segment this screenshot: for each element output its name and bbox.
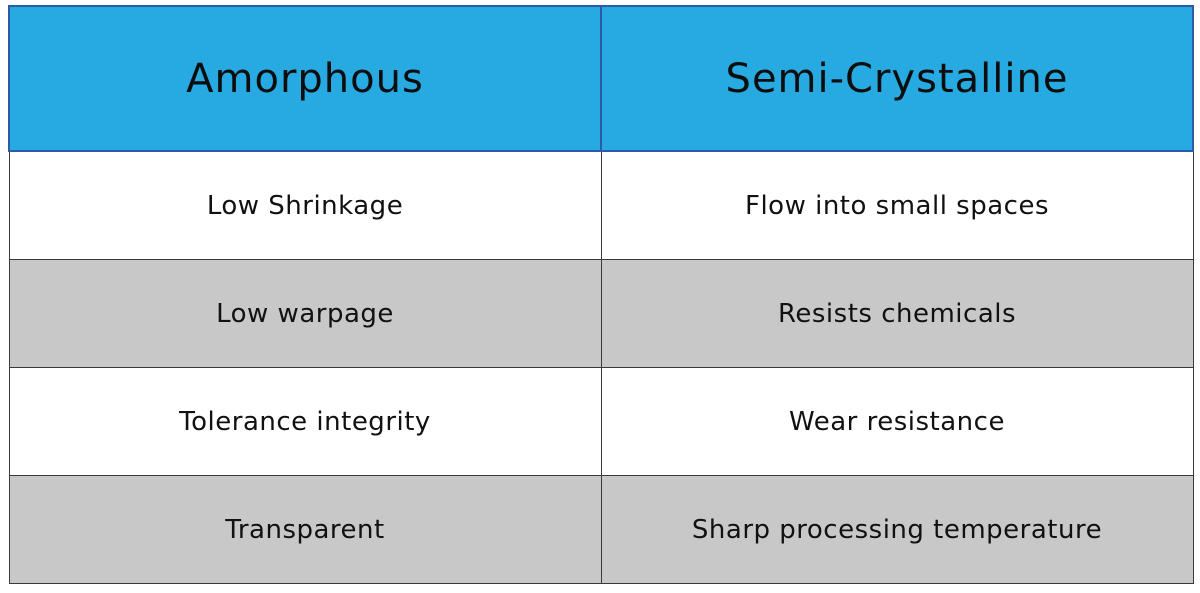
table-row: Transparent Sharp processing temperature [8, 475, 1194, 584]
amorphous-cell: Tolerance integrity [8, 367, 602, 476]
semi-crystalline-cell: Resists chemicals [600, 259, 1194, 368]
header-amorphous: Amorphous [8, 5, 602, 152]
table-row: Tolerance integrity Wear resistance [8, 367, 1194, 476]
table-row: Low Shrinkage Flow into small spaces [8, 150, 1194, 260]
amorphous-cell: Transparent [8, 475, 602, 584]
semi-crystalline-cell: Sharp processing temperature [600, 475, 1194, 584]
table-row: Low warpage Resists chemicals [8, 259, 1194, 368]
amorphous-cell: Low Shrinkage [8, 150, 602, 260]
header-semi-crystalline: Semi-Crystalline [600, 5, 1194, 152]
comparison-table-container: Amorphous Semi-Crystalline Low Shrinkage… [8, 5, 1194, 584]
semi-crystalline-cell: Flow into small spaces [600, 150, 1194, 260]
semi-crystalline-cell: Wear resistance [600, 367, 1194, 476]
amorphous-cell: Low warpage [8, 259, 602, 368]
header-row: Amorphous Semi-Crystalline [8, 5, 1194, 152]
comparison-table: Amorphous Semi-Crystalline Low Shrinkage… [8, 5, 1194, 584]
